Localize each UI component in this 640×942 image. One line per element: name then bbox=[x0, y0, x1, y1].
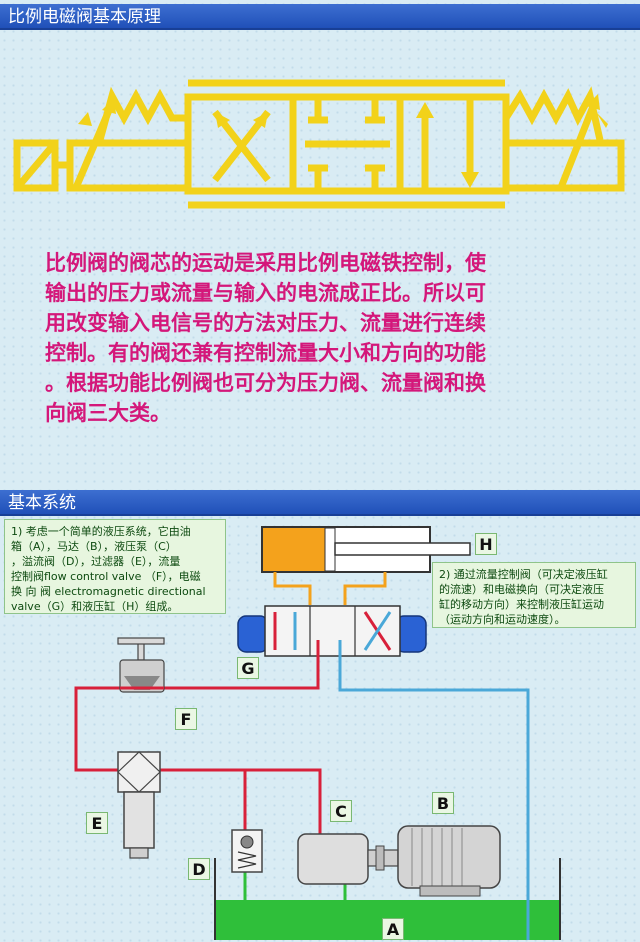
section-title: 比例电磁阀基本原理 bbox=[8, 7, 161, 27]
proportional-valve-symbol bbox=[13, 79, 625, 209]
label-f: F bbox=[175, 708, 197, 730]
section-title: 基本系统 bbox=[8, 493, 76, 513]
directional-valve bbox=[237, 605, 427, 657]
section-header-principle: 比例电磁阀基本原理 bbox=[0, 4, 640, 30]
relief-valve bbox=[231, 829, 263, 873]
flow-control-valve bbox=[117, 637, 165, 693]
hydraulic-cylinder bbox=[261, 526, 471, 573]
hydraulic-pump bbox=[297, 833, 399, 885]
note-system-control: 2) 通过流量控制阀（可决定液压缸 的流速）和电磁换向（可决定液压 缸的移动方向… bbox=[432, 562, 636, 628]
electric-motor bbox=[397, 825, 501, 897]
note-system-components: 1) 考虑一个简单的液压系统，它由油 箱（A），马达（B），液压泵（C） ，溢流… bbox=[4, 519, 226, 614]
label-c: C bbox=[330, 800, 352, 822]
label-b: B bbox=[432, 792, 454, 814]
label-h: H bbox=[475, 533, 497, 555]
label-a: A bbox=[382, 918, 404, 940]
section-header-basic-system: 基本系统 bbox=[0, 490, 640, 516]
principle-description: 比例阀的阀芯的运动是采用比例电磁铁控制，使 输出的压力或流量与输入的电流成正比。… bbox=[45, 251, 486, 425]
label-g: G bbox=[237, 657, 259, 679]
label-d: D bbox=[188, 858, 210, 880]
hydraulic-system-diagram bbox=[74, 526, 561, 940]
filter bbox=[117, 751, 161, 859]
label-e: E bbox=[86, 812, 108, 834]
